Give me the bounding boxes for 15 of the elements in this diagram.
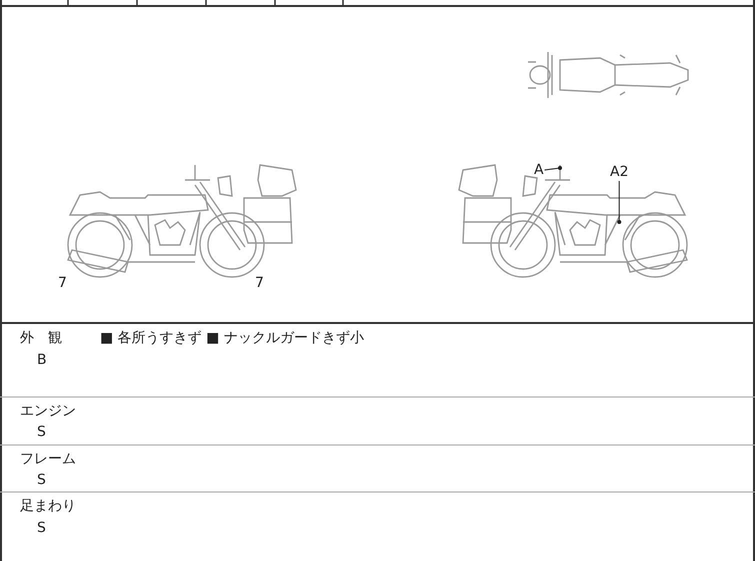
- category-label: フレーム: [20, 451, 76, 467]
- category-label: 足まわり: [20, 498, 76, 514]
- view-number: 7: [58, 275, 67, 291]
- grade-label: S: [37, 472, 46, 488]
- grade-label: B: [37, 352, 47, 368]
- category-label: 外 観: [20, 330, 62, 346]
- grade-label: S: [37, 424, 46, 440]
- leader-line: [617, 180, 622, 224]
- callout-letter: A: [534, 162, 544, 178]
- grade-label: S: [37, 520, 46, 536]
- damage-note: ■ 各所うすきず ■ ナックルガードきず小: [100, 330, 364, 346]
- category-label: エンジン: [20, 403, 76, 419]
- leader-line: [544, 166, 562, 170]
- callout-letter: A2: [610, 164, 628, 180]
- view-number: 7: [255, 275, 264, 291]
